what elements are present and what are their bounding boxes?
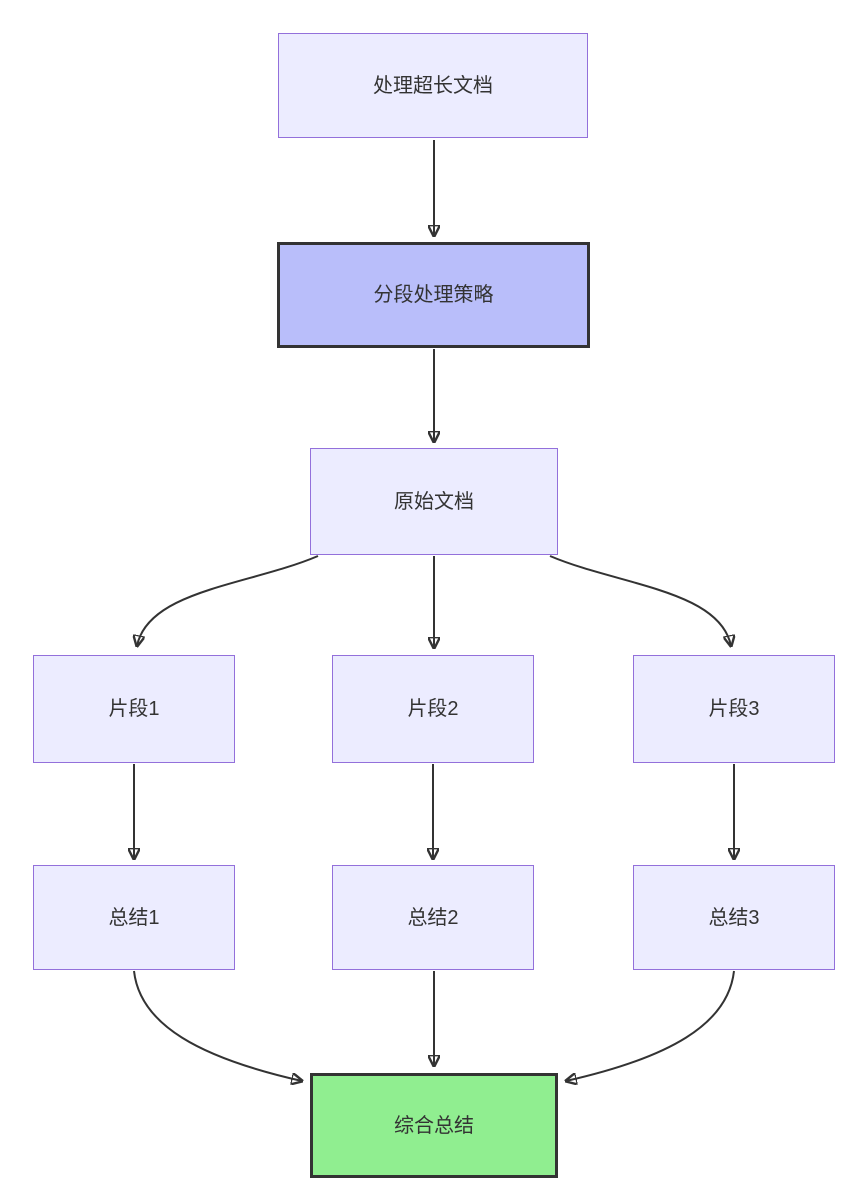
- node-strategy-label: 分段处理策略: [373, 284, 494, 306]
- node-summary-1-label: 总结1: [108, 906, 160, 929]
- node-original-doc: 原始文档: [310, 448, 558, 555]
- node-segment-3-label: 片段3: [708, 698, 760, 720]
- node-start: 处理超长文档: [278, 33, 588, 138]
- edge-sum3-final: [566, 970, 735, 1081]
- node-final-summary-label: 综合总结: [394, 1114, 474, 1137]
- node-start-label: 处理超长文档: [373, 74, 493, 97]
- edge-doc-seg3: [549, 555, 731, 646]
- node-strategy: 分段处理策略: [277, 242, 590, 348]
- node-summary-3-label: 总结3: [708, 906, 760, 929]
- node-segment-1-label: 片段1: [108, 698, 160, 720]
- node-summary-2: 总结2: [332, 865, 534, 970]
- node-original-doc-label: 原始文档: [394, 490, 474, 513]
- node-summary-1: 总结1: [33, 865, 235, 970]
- node-summary-2-label: 总结2: [407, 906, 459, 929]
- node-segment-3: 片段3: [633, 655, 835, 763]
- edge-doc-seg1: [137, 555, 319, 646]
- node-summary-3: 总结3: [633, 865, 835, 970]
- node-segment-2: 片段2: [332, 655, 534, 763]
- edge-sum1-final: [133, 970, 302, 1081]
- node-segment-1: 片段1: [33, 655, 235, 763]
- node-final-summary: 综合总结: [310, 1073, 558, 1178]
- node-segment-2-label: 片段2: [407, 698, 459, 720]
